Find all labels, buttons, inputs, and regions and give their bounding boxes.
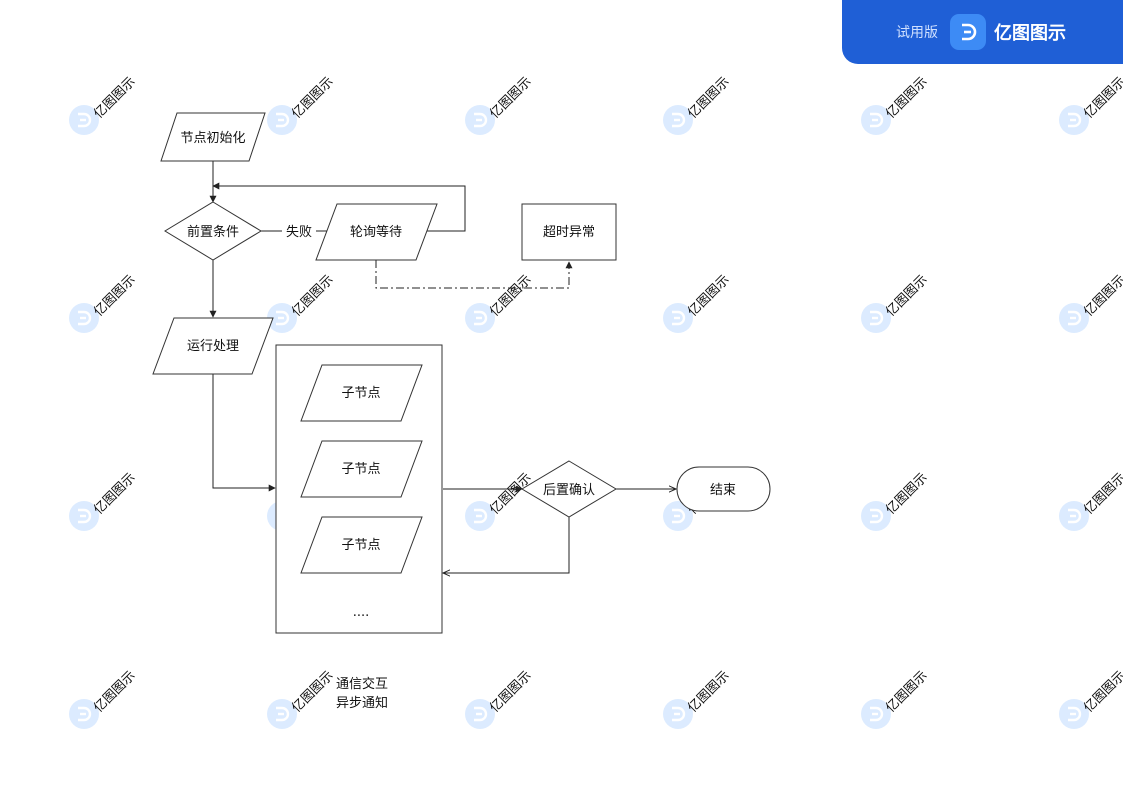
watermark: 亿图图示: [1057, 668, 1123, 731]
node-run[interactable]: 运行处理: [152, 317, 274, 375]
brand-name: 亿图图示: [994, 23, 1066, 44]
watermark: 亿图图示: [265, 74, 337, 137]
watermark: 亿图图示: [661, 74, 733, 137]
watermark-text: 亿图图示: [1081, 668, 1123, 715]
edge-run-to-group: [212, 374, 276, 492]
watermark: 亿图图示: [661, 668, 733, 731]
watermark-text: 亿图图示: [289, 272, 336, 319]
node-child-3[interactable]: 子节点: [300, 516, 423, 574]
watermark-text: 亿图图示: [487, 470, 534, 517]
watermark-text: 亿图图示: [685, 272, 732, 319]
node-precondition[interactable]: 前置条件: [164, 201, 262, 261]
node-end[interactable]: 结束: [676, 466, 771, 512]
node-precondition-label: 前置条件: [187, 224, 239, 240]
node-init-label: 节点初始化: [180, 131, 245, 146]
watermark: 亿图图示: [67, 470, 139, 533]
watermark-text: 亿图图示: [1081, 74, 1123, 121]
note-line-2: 异步通知: [336, 695, 388, 711]
watermark: 亿图图示: [67, 74, 139, 137]
watermark-text: 亿图图示: [487, 74, 534, 121]
watermark: 亿图图示: [1057, 74, 1123, 137]
edge-poll-to-timeout: [375, 260, 573, 289]
node-poll-wait[interactable]: 轮询等待: [315, 203, 438, 261]
node-end-label: 结束: [710, 483, 736, 498]
watermark-text: 亿图图示: [883, 668, 930, 715]
node-poll-wait-label: 轮询等待: [350, 224, 402, 240]
watermark-text: 亿图图示: [91, 272, 138, 319]
node-child-2-label: 子节点: [341, 462, 380, 477]
watermark: 亿图图示: [859, 272, 931, 335]
watermark-text: 亿图图示: [91, 668, 138, 715]
watermark: 亿图图示: [1057, 272, 1123, 335]
edge-poll-loop-back: [212, 182, 466, 232]
node-child-3-label: 子节点: [341, 538, 380, 553]
watermark-text: 亿图图示: [91, 74, 138, 121]
node-init[interactable]: 节点初始化: [160, 112, 266, 162]
watermark: 亿图图示: [859, 668, 931, 731]
trial-label: 试用版: [896, 25, 938, 41]
watermark: 亿图图示: [265, 668, 337, 731]
edge-label-fail: 失败: [286, 225, 312, 240]
node-child-1[interactable]: 子节点: [300, 364, 423, 422]
watermark-text: 亿图图示: [487, 668, 534, 715]
watermark: 亿图图示: [265, 272, 337, 335]
node-child-2[interactable]: 子节点: [300, 440, 423, 498]
watermark-text: 亿图图示: [685, 74, 732, 121]
watermark-text: 亿图图示: [289, 668, 336, 715]
watermark: 亿图图示: [859, 470, 931, 533]
watermark: 亿图图示: [463, 74, 535, 137]
watermark-text: 亿图图示: [883, 272, 930, 319]
watermark-text: 亿图图示: [91, 470, 138, 517]
watermark-text: 亿图图示: [1081, 470, 1123, 517]
edraw-logo-icon: [950, 14, 986, 50]
node-post-confirm[interactable]: 后置确认: [521, 460, 617, 518]
watermark: 亿图图示: [67, 272, 139, 335]
watermark: 亿图图示: [67, 668, 139, 731]
watermark-text: 亿图图示: [883, 470, 930, 517]
watermark-text: 亿图图示: [289, 74, 336, 121]
watermark-text: 亿图图示: [1081, 272, 1123, 319]
watermark: 亿图图示: [859, 74, 931, 137]
watermark: 亿图图示: [463, 668, 535, 731]
node-timeout-label: 超时异常: [543, 225, 595, 240]
node-child-1-label: 子节点: [341, 386, 380, 401]
watermark: 亿图图示: [463, 272, 535, 335]
watermark-text: 亿图图示: [685, 668, 732, 715]
node-timeout[interactable]: 超时异常: [521, 203, 617, 261]
watermark-text: 亿图图示: [883, 74, 930, 121]
watermark: 亿图图示: [463, 470, 535, 533]
watermark-layer: 亿图图示亿图图示亿图图示亿图图示亿图图示亿图图示亿图图示亿图图示亿图图示亿图图示…: [67, 74, 1123, 731]
trial-banner[interactable]: 试用版 亿图图示: [842, 0, 1123, 64]
watermark-text: 亿图图示: [487, 272, 534, 319]
node-run-label: 运行处理: [187, 339, 239, 354]
node-post-confirm-label: 后置确认: [543, 483, 595, 498]
watermark: 亿图图示: [661, 272, 733, 335]
group-ellipsis: ....: [353, 605, 370, 620]
edge-post-confirm-back-to-group: [443, 517, 570, 573]
note-line-1: 通信交互: [336, 676, 388, 692]
watermark: 亿图图示: [1057, 470, 1123, 533]
